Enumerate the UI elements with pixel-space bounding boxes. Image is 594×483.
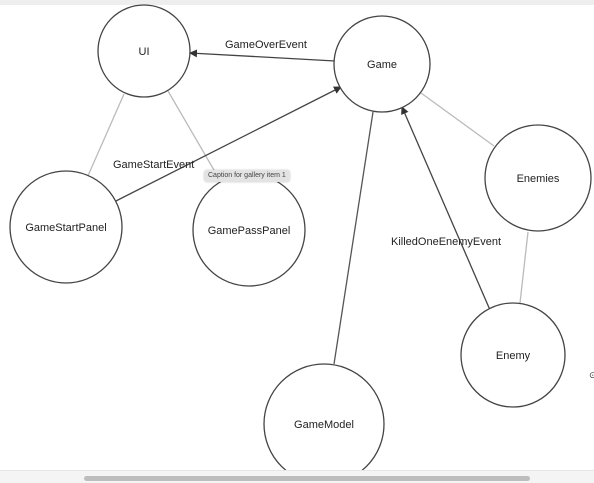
- node-gamepasspanel-label: GamePassPanel: [208, 225, 291, 237]
- edge-ui-gamestartpanel: [86, 93, 125, 179]
- node-game-label: Game: [367, 59, 397, 71]
- node-enemy-label: Enemy: [496, 350, 531, 362]
- edge-enemies-enemy: [519, 231, 529, 304]
- node-enemy[interactable]: Enemy: [460, 302, 566, 408]
- edge-label-game-over-event: GameOverEvent: [225, 39, 307, 51]
- edge-label-game-start-event: GameStartEvent: [113, 159, 194, 171]
- edge-ui-gamepasspanel: [167, 90, 219, 178]
- node-gamemodel-label: GameModel: [294, 419, 354, 431]
- node-ui[interactable]: UI: [97, 4, 191, 98]
- node-enemies-label: Enemies: [517, 173, 560, 185]
- node-gamemodel[interactable]: GameModel: [263, 363, 385, 482]
- node-gamepasspanel[interactable]: GamePassPanel: [192, 173, 306, 287]
- edge-startpanel-to-game: [111, 86, 342, 204]
- node-enemies[interactable]: Enemies: [484, 124, 592, 232]
- node-gamestartpanel[interactable]: GameStartPanel: [9, 170, 123, 284]
- node-ui-label: UI: [139, 46, 150, 58]
- target-icon[interactable]: ⊙: [589, 370, 594, 380]
- node-game[interactable]: Game: [333, 15, 431, 113]
- horizontal-scrollbar-thumb[interactable]: [84, 476, 530, 481]
- edge-game-to-ui: [189, 49, 336, 62]
- edge-game-gamemodel: [333, 111, 374, 365]
- gallery-caption-tooltip: Caption for gallery item 1: [204, 170, 290, 182]
- edge-label-killed-one-enemy-event: KilledOneEnemyEvent: [391, 236, 501, 248]
- edge-game-enemies: [420, 92, 495, 147]
- edge-enemy-to-game: [401, 106, 491, 311]
- top-strip: [0, 0, 594, 5]
- node-gamestartpanel-label: GameStartPanel: [25, 222, 106, 234]
